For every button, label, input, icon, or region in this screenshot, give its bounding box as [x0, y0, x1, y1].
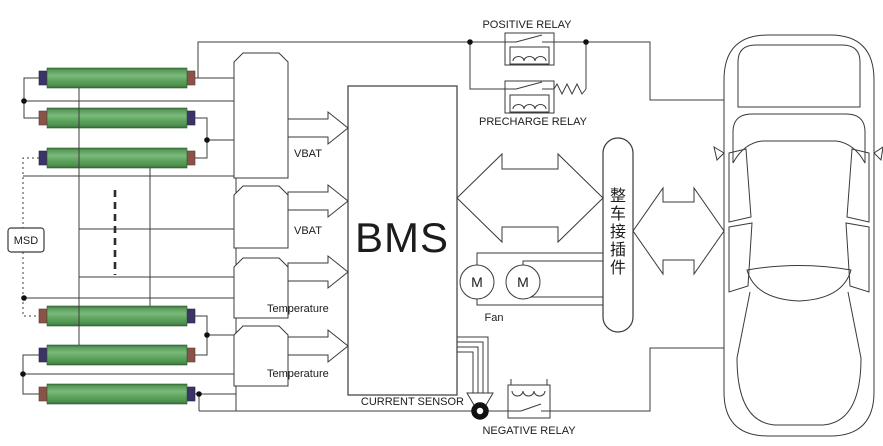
battery-cell-3	[38, 147, 196, 169]
motor-left-icon	[459, 264, 495, 300]
battery-cell-4	[38, 305, 196, 327]
negative-relay-label: NEGATIVE RELAY	[482, 425, 576, 437]
junction-dots	[20, 39, 589, 397]
funnel-vbat-mid	[233, 185, 289, 249]
car-top-view	[713, 34, 883, 437]
precharge-relay-label: PRECHARGE RELAY	[479, 116, 588, 128]
positive-bus-wire	[197, 41, 724, 101]
battery-pack-top	[38, 67, 196, 169]
vehicle-connector-char-1: 整	[610, 187, 626, 205]
car-trunk	[736, 291, 862, 426]
car-hood	[737, 44, 861, 108]
temperature-1-label: Temperature	[267, 303, 329, 315]
bms-box: BMS	[347, 85, 458, 396]
sense-funnels	[233, 52, 289, 387]
battery-cell-6	[38, 383, 196, 405]
positive-relay-label: POSITIVE RELAY	[482, 19, 572, 31]
car-window-front-right	[846, 148, 870, 223]
msd-dotted-wire-bottom	[22, 252, 39, 317]
negative-relay-coil-icon	[511, 390, 546, 397]
temperature-1-arrow-icon	[287, 254, 349, 290]
vehicle-connector-char-4: 插	[610, 241, 626, 259]
motor-left-label: M	[471, 274, 483, 290]
vbat-mid-arrow-icon	[287, 183, 349, 219]
battery-cell-5	[38, 344, 196, 366]
car-window-front-left	[728, 148, 752, 223]
car-body-outline	[723, 34, 875, 437]
vbat-top-label: VBAT	[294, 148, 322, 160]
vehicle-connector-char-5: 件	[610, 259, 626, 277]
car-mirror-right-icon	[873, 146, 883, 162]
funnel-temp-2	[233, 325, 289, 387]
positive-relay-coil-icon	[512, 56, 547, 62]
car-rear-window	[746, 265, 852, 302]
precharge-branch-wire	[469, 42, 505, 90]
precharge-relay	[504, 80, 587, 114]
connector-car-double-arrow-icon	[632, 186, 725, 276]
funnel-vbat-top	[233, 52, 289, 179]
precharge-relay-coil-icon	[512, 104, 547, 110]
vbat-top-arrow-icon	[287, 110, 349, 146]
current-sensor-label: CURRENT SENSOR	[361, 396, 464, 408]
current-sensor-ring-icon	[471, 402, 489, 420]
motor-right-icon	[505, 264, 541, 300]
positive-relay	[504, 32, 555, 66]
negative-bus-wire	[199, 347, 724, 412]
text-labels: POSITIVE RELAY PRECHARGE RELAY VBAT VBAT…	[267, 19, 588, 437]
motor-right-label: M	[517, 274, 529, 290]
negative-relay	[507, 379, 551, 419]
battery-cell-2	[38, 107, 196, 129]
current-sensor	[457, 336, 494, 420]
fan-circuit: M M	[459, 252, 604, 306]
car-window-rear-left	[728, 222, 753, 293]
car-mirror-left-icon	[713, 145, 725, 161]
battery-cell-1	[38, 67, 196, 89]
msd-dotted-wire-top	[22, 157, 39, 228]
vehicle-connector-char-3: 接	[610, 223, 626, 241]
temperature-2-arrow-icon	[287, 328, 349, 364]
battery-pack-bottom	[38, 305, 196, 405]
car-window-rear-right	[845, 222, 870, 293]
car-windshield	[732, 113, 866, 164]
input-arrows	[287, 110, 349, 364]
fan-label: Fan	[485, 312, 504, 324]
bms-label: BMS	[355, 214, 449, 261]
vehicle-connector-char-2: 车	[610, 205, 626, 223]
temperature-2-label: Temperature	[267, 368, 329, 380]
precharge-resistor-icon	[553, 82, 587, 96]
vehicle-connector: 整 车 接 插 件	[602, 137, 634, 333]
msd-box: MSD	[7, 227, 45, 253]
msd-label: MSD	[14, 235, 39, 247]
vbat-mid-label: VBAT	[294, 225, 322, 237]
bms-connector-double-arrow-icon	[456, 152, 604, 244]
